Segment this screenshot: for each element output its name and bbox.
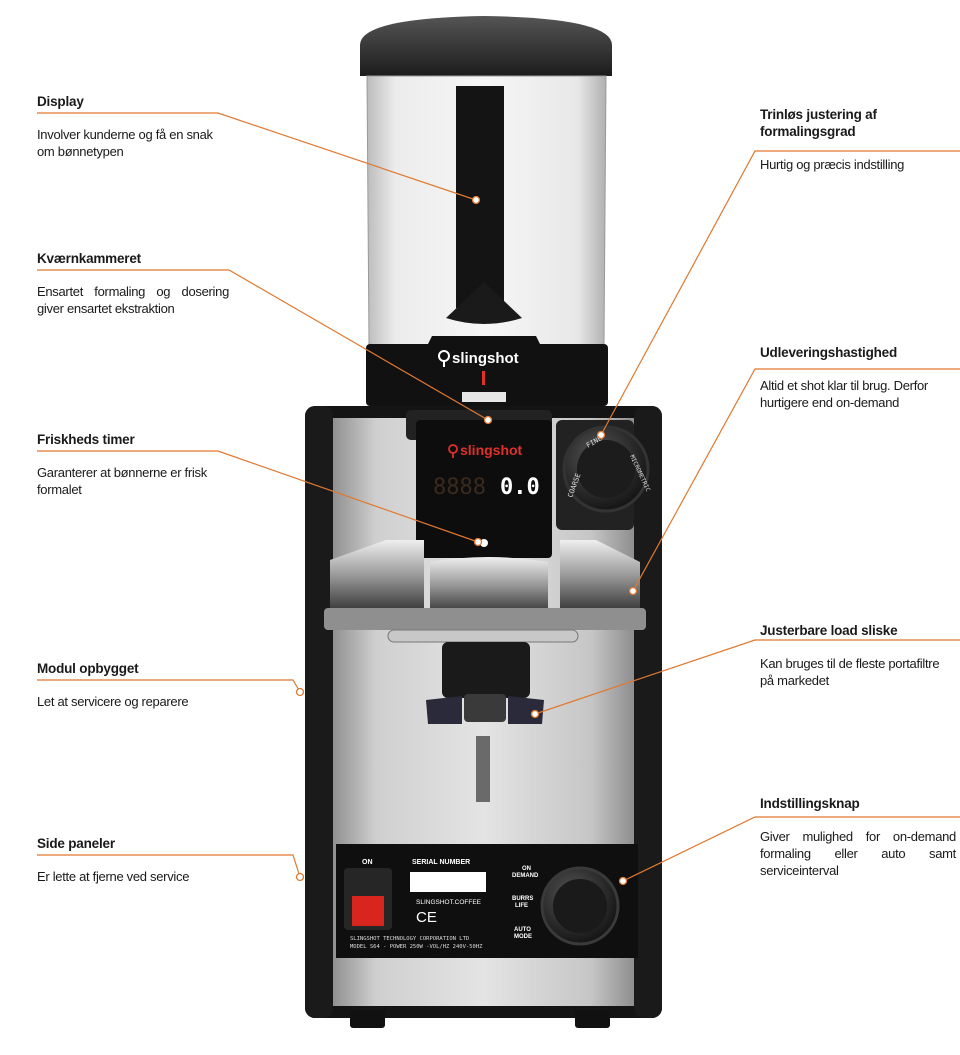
svg-text:CE: CE bbox=[416, 909, 437, 926]
annotation-desc: Ensartet formaling og dosering giver ens… bbox=[37, 284, 229, 316]
svg-text:DEMAND: DEMAND bbox=[512, 873, 539, 879]
annotation-title: Justerbare load sliske bbox=[760, 623, 898, 638]
annotation-title: Indstillingsknap bbox=[760, 796, 860, 811]
svg-text:SLINGSHOT.COFFEE: SLINGSHOT.COFFEE bbox=[416, 899, 482, 906]
annotation-desc: Let at servicere og reparere bbox=[37, 694, 189, 709]
annotation-title: Trinløs justering af formalingsgrad bbox=[760, 107, 877, 139]
hopper-lid bbox=[360, 16, 612, 76]
annotation-kvaernkammeret: Kværnkammeret Ensartet formaling og dose… bbox=[37, 250, 229, 317]
svg-text:SLINGSHOT TECHNOLOGY CORPORATI: SLINGSHOT TECHNOLOGY CORPORATION LTD bbox=[350, 936, 469, 942]
annotation-trinlos-justering: Trinløs justering af formalingsgrad Hurt… bbox=[760, 106, 930, 173]
annotation-title: Modul opbygget bbox=[37, 661, 139, 676]
svg-text:slingshot: slingshot bbox=[460, 442, 523, 458]
annotation-title: Display bbox=[37, 94, 84, 109]
annotation-title: Kværnkammeret bbox=[37, 251, 141, 266]
grind-indicator bbox=[482, 371, 485, 385]
annotation-desc: Involver kunderne og få en snak om bønne… bbox=[37, 127, 213, 159]
annotation-side-paneler: Side paneler Er lette at fjerne ved serv… bbox=[37, 835, 237, 885]
annotation-udleveringshastighed: Udleveringshastighed Altid et shot klar … bbox=[760, 344, 958, 411]
svg-text:0.0: 0.0 bbox=[500, 475, 540, 500]
annotation-desc: Giver mulighed for on-demand formaling e… bbox=[760, 829, 956, 878]
annotation-title: Friskheds timer bbox=[37, 432, 135, 447]
svg-text:ON: ON bbox=[362, 859, 373, 866]
svg-text:8888: 8888 bbox=[433, 475, 486, 500]
annotation-indstillingsknap: Indstillingsknap Giver mulighed for on-d… bbox=[760, 795, 956, 879]
annotation-desc: Altid et shot klar til brug. Derfor hurt… bbox=[760, 378, 928, 410]
annotation-title: Side paneler bbox=[37, 836, 115, 851]
svg-text:slingshot: slingshot bbox=[452, 350, 519, 367]
grind-adjustment-dial: COARSE FINE MICROMETRIC bbox=[556, 420, 651, 530]
annotation-desc: Er lette at fjerne ved service bbox=[37, 869, 190, 884]
annotation-justerbare-load-sliske: Justerbare load sliske Kan bruges til de… bbox=[760, 622, 956, 689]
svg-text:AUTO: AUTO bbox=[514, 927, 531, 933]
svg-text:MODE: MODE bbox=[514, 934, 532, 940]
bean-hopper bbox=[360, 16, 612, 406]
annotation-display: Display Involver kunderne og få en snak … bbox=[37, 93, 227, 160]
svg-text:MODEL S64 - POWER 250W -VOL/HZ: MODEL S64 - POWER 250W -VOL/HZ 240V-50HZ bbox=[350, 944, 483, 950]
annotation-friskheds-timer: Friskheds timer Garanterer at bønnerne e… bbox=[37, 431, 213, 498]
svg-text:LIFE: LIFE bbox=[515, 903, 528, 909]
portafilter-fork bbox=[426, 642, 544, 802]
annotation-desc: Garanterer at bønnerne er frisk formalet bbox=[37, 465, 207, 497]
svg-text:BURRS: BURRS bbox=[512, 896, 533, 902]
grind-tray bbox=[324, 540, 646, 643]
side-panel-left bbox=[305, 406, 333, 1018]
svg-text:SERIAL NUMBER: SERIAL NUMBER bbox=[412, 859, 470, 866]
annotation-title: Udleveringshastighed bbox=[760, 345, 898, 360]
annotation-desc: Kan bruges til de fleste portafiltre på … bbox=[760, 656, 940, 688]
svg-text:ON: ON bbox=[522, 866, 531, 872]
annotation-desc: Hurtig og præcis indstilling bbox=[760, 157, 905, 172]
control-panel: ON SERIAL NUMBER SLINGSHOT.COFFEE CE SLI… bbox=[336, 844, 638, 958]
hopper-brand-logo: slingshot bbox=[438, 350, 519, 367]
display-panel: slingshot 8888 0.0 bbox=[406, 410, 552, 558]
annotation-modul-opbygget: Modul opbygget Let at servicere og repar… bbox=[37, 660, 237, 710]
